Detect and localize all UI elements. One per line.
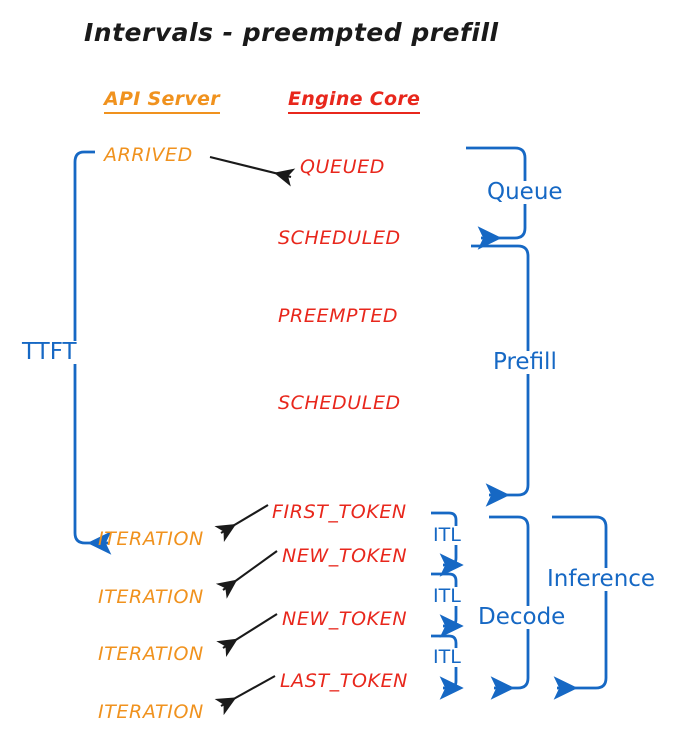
state-iteration-4: ITERATION: [98, 701, 204, 723]
bracket-decode: [489, 515, 530, 700]
state-arrived: ARRIVED: [104, 144, 193, 166]
interval-label-queue: Queue: [483, 181, 567, 204]
arrow-new-token-1: [215, 550, 278, 599]
interval-label-ttft: TTFT: [18, 341, 81, 364]
interval-label-itl-2: ITL: [431, 585, 463, 607]
arrow-new-token-2: [216, 613, 278, 657]
arrow-arrived-to-queued: [209, 155, 296, 187]
interval-label-inference: Inference: [543, 568, 660, 591]
interval-label-itl-3: ITL: [431, 646, 463, 668]
interval-label-prefill: Prefill: [489, 351, 561, 374]
event-arrows: [209, 155, 296, 716]
arrow-last-token: [214, 675, 276, 716]
column-header-api-server: API Server: [104, 90, 220, 114]
state-iteration-3: ITERATION: [98, 643, 204, 665]
state-iteration-1: ITERATION: [98, 528, 204, 550]
state-new-token-2: NEW_TOKEN: [282, 608, 408, 630]
state-iteration-2: ITERATION: [98, 586, 204, 608]
interval-label-itl-1: ITL: [431, 524, 463, 546]
state-queued: QUEUED: [300, 156, 386, 178]
page-title: Intervals - preempted prefill: [84, 18, 499, 47]
state-preempted: PREEMPTED: [278, 305, 399, 327]
state-scheduled-1: SCHEDULED: [278, 227, 401, 249]
state-new-token-1: NEW_TOKEN: [282, 545, 408, 567]
state-first-token: FIRST_TOKEN: [272, 501, 407, 523]
arrow-first-token: [214, 504, 269, 543]
state-scheduled-2: SCHEDULED: [278, 392, 401, 414]
interval-label-decode: Decode: [474, 606, 570, 629]
state-last-token: LAST_TOKEN: [280, 670, 408, 692]
bracket-inference: [552, 515, 608, 700]
column-header-engine-core: Engine Core: [288, 90, 421, 114]
